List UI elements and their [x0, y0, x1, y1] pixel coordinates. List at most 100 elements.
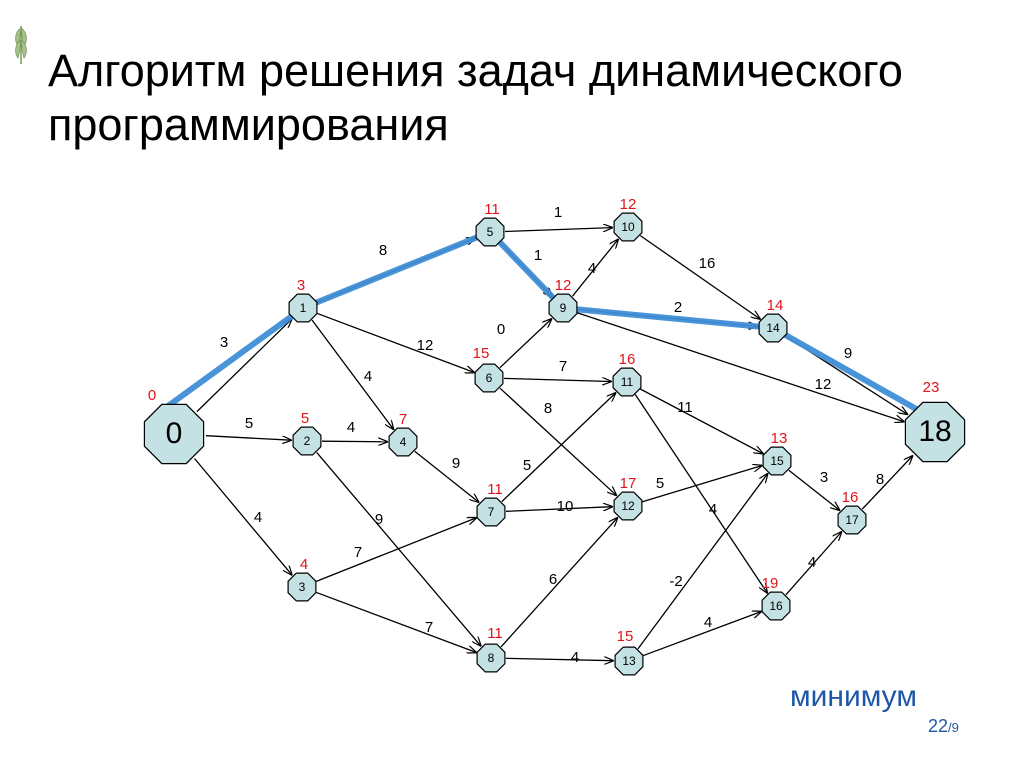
page-title: Алгоритм решения задач динамического про… — [48, 44, 1008, 152]
node-distance-9: 12 — [555, 277, 572, 294]
node-4: 47 — [388, 411, 418, 457]
node-label-8: 8 — [488, 651, 495, 665]
node-distance-13: 15 — [617, 628, 634, 645]
edge-weight-0-3: 4 — [254, 509, 262, 526]
node-label-4: 4 — [400, 435, 407, 449]
node-distance-3: 4 — [300, 556, 308, 573]
edge-weight-3-7: 7 — [354, 544, 362, 561]
node-distance-7: 11 — [487, 481, 503, 498]
node-shape-6 — [474, 363, 504, 393]
edge-4-7 — [414, 450, 479, 502]
edge-weight-1-4: 4 — [364, 368, 372, 385]
edge-weight-13-15: -2 — [669, 573, 682, 590]
edge-9-18 — [576, 312, 904, 422]
edge-12-15 — [642, 466, 761, 503]
node-shape-15 — [762, 446, 792, 476]
edge-weight-13-16: 4 — [704, 614, 712, 631]
edge-11-16 — [634, 394, 767, 593]
node-label-16: 16 — [769, 599, 783, 613]
edge-13-16 — [642, 612, 761, 657]
node-label-12: 12 — [621, 499, 635, 513]
edge-7-12 — [505, 507, 612, 512]
node-2: 25 — [292, 410, 322, 456]
title-line-2: программирования — [48, 99, 449, 150]
node-distance-5: 11 — [484, 201, 500, 218]
node-shape-7 — [476, 497, 506, 527]
edge-6-11 — [503, 378, 611, 381]
edge-weight-6-11: 7 — [559, 358, 567, 375]
node-label-0: 0 — [166, 417, 183, 450]
node-8: 8 11 — [476, 625, 506, 673]
node-distance-2: 5 — [301, 410, 309, 427]
node-shape-10 — [613, 212, 643, 242]
edge-3-8 — [315, 591, 476, 652]
edge-8-12 — [500, 518, 617, 648]
edge-weight-7-11: 5 — [523, 457, 531, 474]
node-6: 615 — [473, 345, 504, 393]
node-7: 7 11 — [476, 481, 506, 527]
node-shape-9 — [548, 293, 578, 323]
node-label-15: 15 — [770, 454, 784, 468]
node-shape-16 — [761, 591, 791, 621]
edge-3-7 — [315, 518, 476, 583]
node-shape-4 — [388, 427, 418, 457]
edge-15-17 — [788, 469, 840, 510]
node-shape-17 — [837, 505, 867, 535]
node-distance-6: 15 — [473, 345, 490, 362]
edge-16-17 — [785, 532, 842, 596]
edge-weight-4-7: 9 — [452, 455, 460, 472]
node-label-7: 7 — [488, 505, 495, 519]
edge-2-4 — [321, 441, 387, 442]
node-label-13: 13 — [622, 654, 636, 668]
node-distance-8: 11 — [487, 625, 503, 642]
page-number: 22/9 — [928, 716, 959, 737]
edge-weight-0-1: 3 — [220, 334, 228, 351]
page-current: 22 — [928, 716, 949, 736]
node-shape-14 — [758, 313, 788, 343]
edge-weight-11-16: 4 — [709, 501, 717, 518]
node-shape-13 — [614, 646, 644, 676]
edge-weight-6-12: 8 — [544, 400, 552, 417]
node-shape-0 — [143, 403, 205, 465]
minimum-caption: минимум — [790, 680, 917, 713]
edge-10-14 — [639, 235, 760, 319]
node-label-2: 2 — [304, 434, 311, 448]
edge-weight-6-9: 0 — [497, 321, 505, 338]
node-shape-8 — [476, 643, 506, 673]
node-5: 511 — [475, 201, 505, 247]
node-label-14: 14 — [766, 321, 780, 335]
node-14: 14 14 — [758, 297, 788, 343]
edge-weight-3-8: 7 — [425, 619, 433, 636]
edge-weight-0-2: 5 — [245, 415, 253, 432]
wheat-ear-icon — [8, 18, 34, 71]
edge-weight-9-18: 12 — [815, 376, 832, 393]
edge-0-1 — [196, 319, 292, 413]
edge-weight-10-14: 16 — [699, 255, 716, 272]
node-shape-5 — [475, 217, 505, 247]
node-distance-18: 23 — [923, 379, 940, 396]
node-distance-14: 14 — [767, 297, 784, 314]
node-3: 34 — [287, 556, 317, 602]
node-13: 13 15 — [614, 628, 644, 676]
node-shape-12 — [613, 491, 643, 521]
edge-weight-2-8: 9 — [375, 511, 383, 528]
node-distance-12: 17 — [620, 475, 637, 492]
edge-weight-15-17: 3 — [820, 469, 828, 486]
edge-weight-9-10: 4 — [588, 260, 596, 277]
edge-weight-16-17: 4 — [808, 554, 816, 571]
edge-5-10 — [504, 228, 612, 233]
edge-weight-7-12: 10 — [557, 498, 574, 515]
edge-8-13 — [505, 658, 613, 660]
title-line-1: Алгоритм решения задач динамического — [48, 45, 903, 96]
node-distance-16: 19 — [762, 575, 779, 592]
node-shape-2 — [292, 426, 322, 456]
optimal-path-highlight — [165, 229, 921, 413]
edge-13-15 — [637, 474, 768, 650]
node-distance-11: 16 — [619, 351, 636, 368]
